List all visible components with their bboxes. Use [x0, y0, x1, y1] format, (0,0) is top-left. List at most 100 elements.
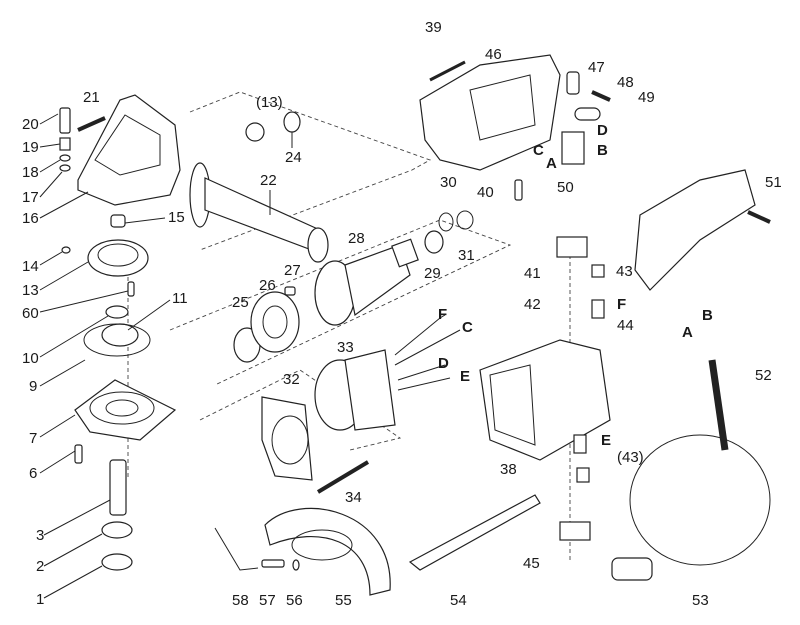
fan-baffle-32	[261, 396, 313, 481]
brush-cover-41	[556, 236, 588, 258]
wire-label-switch-a: A	[546, 155, 557, 172]
leader-20	[39, 113, 59, 125]
o-ring-9	[83, 323, 151, 357]
bushing-15	[110, 214, 126, 228]
needle-bearing-24	[283, 111, 301, 133]
label-part-17: 17	[22, 189, 39, 206]
label-part-30: 30	[440, 174, 457, 191]
washer-18	[59, 154, 71, 162]
rear-handle-half-46	[419, 54, 561, 171]
stator-wire-c	[394, 329, 461, 366]
switch-50	[561, 131, 585, 165]
leader-14	[39, 251, 63, 266]
label-part-57: 57	[259, 592, 276, 609]
label-part-50: 50	[557, 179, 574, 196]
leader-7	[39, 414, 76, 438]
baffle-plate-hole	[262, 305, 288, 339]
screw-39	[429, 60, 466, 82]
guard-clamp-ring	[291, 529, 353, 561]
nut-56	[292, 559, 300, 571]
screw-6	[74, 444, 83, 464]
wire-label-stator-f: F	[438, 306, 448, 323]
label-part-31: 31	[458, 247, 475, 264]
washer-17	[59, 164, 71, 172]
label-part-14: 14	[22, 258, 39, 275]
carbon-brush-43b	[576, 467, 590, 483]
label-part-33: 33	[337, 339, 354, 356]
spindle-3	[109, 459, 127, 516]
label-part-15: 15	[168, 209, 185, 226]
label-part-56: 56	[286, 592, 303, 609]
label-part-53: 53	[692, 592, 709, 609]
stator-wires	[394, 314, 446, 356]
wire-label-cord-b: B	[702, 307, 713, 324]
motor-housing-38	[479, 339, 611, 461]
screw-20	[59, 107, 71, 134]
label-part-3: 3	[36, 527, 45, 544]
label-part-6: 6	[29, 465, 38, 482]
label-part-55: 55	[335, 592, 352, 609]
label-part-16: 16	[22, 210, 39, 227]
field-stator-33	[314, 349, 396, 431]
leader-13	[39, 261, 89, 291]
wire-label-switch-d: D	[597, 122, 608, 139]
gear-head-housing	[77, 94, 181, 206]
label-part-25: 25	[232, 294, 249, 311]
stator-wire-d	[397, 364, 446, 381]
label-part-22: 22	[260, 172, 277, 189]
spring-19	[59, 137, 71, 151]
label-part-43: 43	[616, 263, 633, 280]
label-part-48: 48	[617, 74, 634, 91]
label-part-60: 60	[22, 305, 39, 322]
label-part-52: 52	[755, 367, 772, 384]
leader-60	[39, 290, 129, 313]
screw-51	[747, 210, 771, 224]
label-part-46: 46	[485, 46, 502, 63]
leader-1	[43, 565, 103, 599]
label-part-29: 29	[424, 265, 441, 282]
label-part-20: 20	[22, 116, 39, 133]
wire-label-stator-c: C	[462, 319, 473, 336]
label-part-1: 1	[36, 591, 45, 608]
leader-16	[39, 191, 89, 219]
ring-30	[438, 212, 454, 232]
leader-3	[43, 499, 111, 536]
screw-27	[284, 286, 296, 296]
screw-48	[591, 90, 611, 102]
label-part-49: 49	[638, 89, 655, 106]
wire-label-switch-b: B	[597, 142, 608, 159]
brush-cover-45	[559, 521, 591, 541]
power-cord-53	[629, 434, 771, 566]
stator-wire-e	[397, 377, 451, 391]
screw-60	[127, 281, 135, 297]
label-part-32: 32	[283, 371, 300, 388]
bevel-gear-13	[87, 239, 149, 277]
leader-9	[39, 359, 86, 387]
leader-10	[39, 315, 109, 358]
leader-17	[39, 171, 63, 198]
wire-label-stator-e: E	[460, 368, 471, 385]
wire-label-switch-c: C	[533, 142, 544, 159]
label-part-11: 11	[172, 290, 188, 307]
label-part-21: 21	[83, 89, 100, 106]
label-part-26: 26	[259, 277, 276, 294]
leader-19	[39, 143, 61, 148]
capacitor-49	[574, 107, 601, 121]
label-part-7: 7	[29, 430, 38, 447]
carbon-brush-43	[591, 264, 605, 278]
label-part-24: 24	[285, 149, 302, 166]
bearing-flange-7	[74, 379, 177, 441]
bearing-29	[424, 230, 444, 254]
brush-holder-e	[573, 434, 587, 454]
label-part-54: 54	[450, 592, 467, 609]
rear-handle-half-51	[634, 169, 756, 291]
screw-40	[514, 179, 523, 201]
assembly-outline-gearhead	[189, 91, 432, 251]
leader-15	[124, 217, 166, 224]
label-part-51: 51	[765, 174, 782, 191]
washer-10	[105, 305, 129, 319]
label-part-45: 45	[523, 555, 540, 572]
label-part-34: 34	[345, 489, 362, 506]
pinion-gear	[245, 122, 265, 142]
